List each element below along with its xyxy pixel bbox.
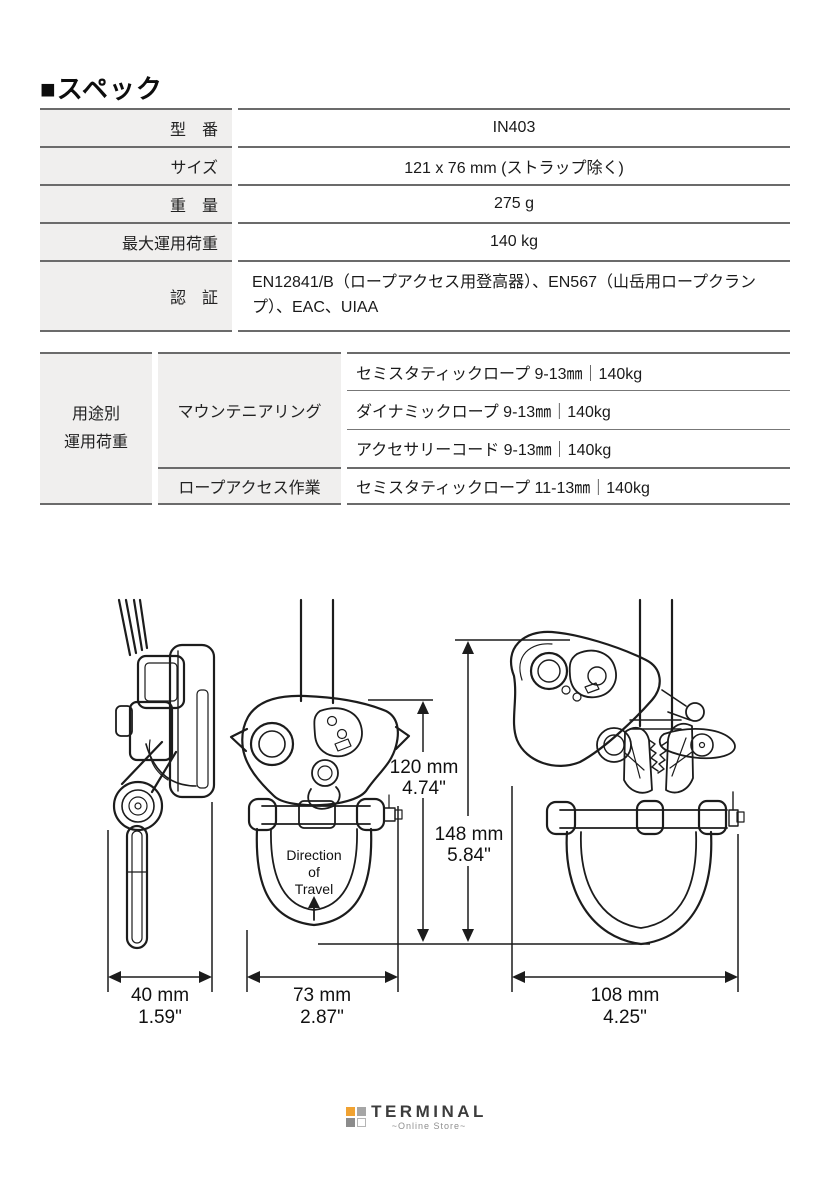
logo-square-orange — [346, 1107, 356, 1116]
load-by-use-table: 用途別 運用荷重 マウンテニアリング セミスタティックロープ 9-13㎜｜140… — [40, 352, 790, 506]
load-category-label: ロープアクセス作業 — [158, 466, 341, 506]
store-name: TERMINAL — [371, 1102, 487, 1121]
dim-108mm-inch-label: 4.25" — [603, 1007, 647, 1028]
dim-148mm: 148 mm 5.84" — [435, 639, 570, 942]
spec-label-size: サイズ — [40, 146, 232, 184]
dim-73mm: 73 mm 2.87" — [246, 806, 399, 1028]
spec-value-model: IN403 — [238, 108, 790, 146]
product-dimensions-diagram: 40 mm 1.59" — [107, 598, 745, 1028]
spec-value-max-load: 140 kg — [238, 222, 790, 260]
logo-square-gray-light — [357, 1107, 367, 1116]
table-row: サイズ 121 x 76 mm (ストラップ除く) — [40, 146, 790, 184]
logo-square-white — [357, 1118, 367, 1127]
load-group-mountaineering: マウンテニアリング セミスタティックロープ 9-13㎜｜140kg ダイナミック… — [158, 352, 790, 467]
row-header-line1: 用途別 — [71, 406, 120, 424]
load-table-body: マウンテニアリング セミスタティックロープ 9-13㎜｜140kg ダイナミック… — [158, 352, 790, 506]
dim-73mm-inch-label: 2.87" — [300, 1007, 344, 1028]
load-item: セミスタティックロープ 9-13㎜｜140kg — [347, 352, 790, 390]
load-item: ダイナミックロープ 9-13㎜｜140kg — [347, 390, 790, 428]
direction-of-travel-label: Travel — [295, 881, 333, 897]
dim-108mm-label: 108 mm — [591, 985, 660, 1006]
dim-120mm-inch-label: 4.74" — [402, 778, 446, 799]
logo-square-gray-dark — [346, 1118, 356, 1127]
spec-label-weight: 重 量 — [40, 184, 232, 222]
spec-value-certification: EN12841/B（ロープアクセス用登高器）、EN567（山岳用ロープクランプ）… — [238, 260, 790, 332]
spec-table: 型 番 IN403 サイズ 121 x 76 mm (ストラップ除く) 重 量 … — [40, 108, 790, 332]
spec-value-size: 121 x 76 mm (ストラップ除く) — [238, 146, 790, 184]
load-item: アクセサリーコード 9-13㎜｜140kg — [347, 428, 790, 467]
load-group-rope-access: ロープアクセス作業 セミスタティックロープ 11-13㎜｜140kg — [158, 466, 790, 506]
store-logo-inner: TERMINAL ~Online Store~ — [346, 1103, 487, 1131]
dim-120mm-label: 120 mm — [390, 757, 459, 778]
dim-40mm: 40 mm 1.59" — [107, 802, 213, 1028]
dim-40mm-label: 40 mm — [131, 985, 189, 1006]
spec-label-model: 型 番 — [40, 108, 232, 146]
load-category-label: マウンテニアリング — [158, 352, 341, 467]
dim-73mm-label: 73 mm — [293, 985, 351, 1006]
logo-squares-icon — [346, 1107, 367, 1127]
direction-of-travel-label: of — [308, 864, 320, 880]
dim-148mm-label: 148 mm — [435, 824, 504, 845]
row-header-line2: 運用荷重 — [63, 433, 128, 451]
load-group-items: セミスタティックロープ 9-13㎜｜140kg ダイナミックロープ 9-13㎜｜… — [347, 352, 790, 467]
dim-40mm-inch-label: 1.59" — [138, 1007, 182, 1028]
table-row: 型 番 IN403 — [40, 108, 790, 146]
logo-text-block: TERMINAL ~Online Store~ — [371, 1103, 487, 1131]
side-view — [112, 598, 216, 950]
store-logo: TERMINAL ~Online Store~ — [0, 1103, 833, 1131]
front-view: Direction of Travel — [229, 598, 411, 927]
table-row: 重 量 275 g — [40, 184, 790, 222]
spec-label-certification: 認 証 — [40, 260, 232, 332]
direction-of-travel-label: Direction — [286, 847, 341, 863]
store-tagline: ~Online Store~ — [391, 1121, 467, 1131]
table-row: 最大運用荷重 140 kg — [40, 222, 790, 260]
dim-108mm: 108 mm 4.25" — [511, 786, 739, 1028]
load-table-row-header: 用途別 運用荷重 — [40, 352, 152, 506]
spec-label-max-load: 最大運用荷重 — [40, 222, 232, 260]
load-group-items: セミスタティックロープ 11-13㎜｜140kg — [347, 466, 790, 506]
page-title: ■スペック — [40, 74, 163, 105]
load-item: セミスタティックロープ 11-13㎜｜140kg — [347, 466, 790, 506]
spec-value-weight: 275 g — [238, 184, 790, 222]
dim-148mm-inch-label: 5.84" — [447, 845, 491, 866]
dim-120mm: 120 mm 4.74" — [368, 699, 459, 942]
table-row: 認 証 EN12841/B（ロープアクセス用登高器）、EN567（山岳用ロープク… — [40, 260, 790, 332]
open-view — [509, 598, 745, 946]
